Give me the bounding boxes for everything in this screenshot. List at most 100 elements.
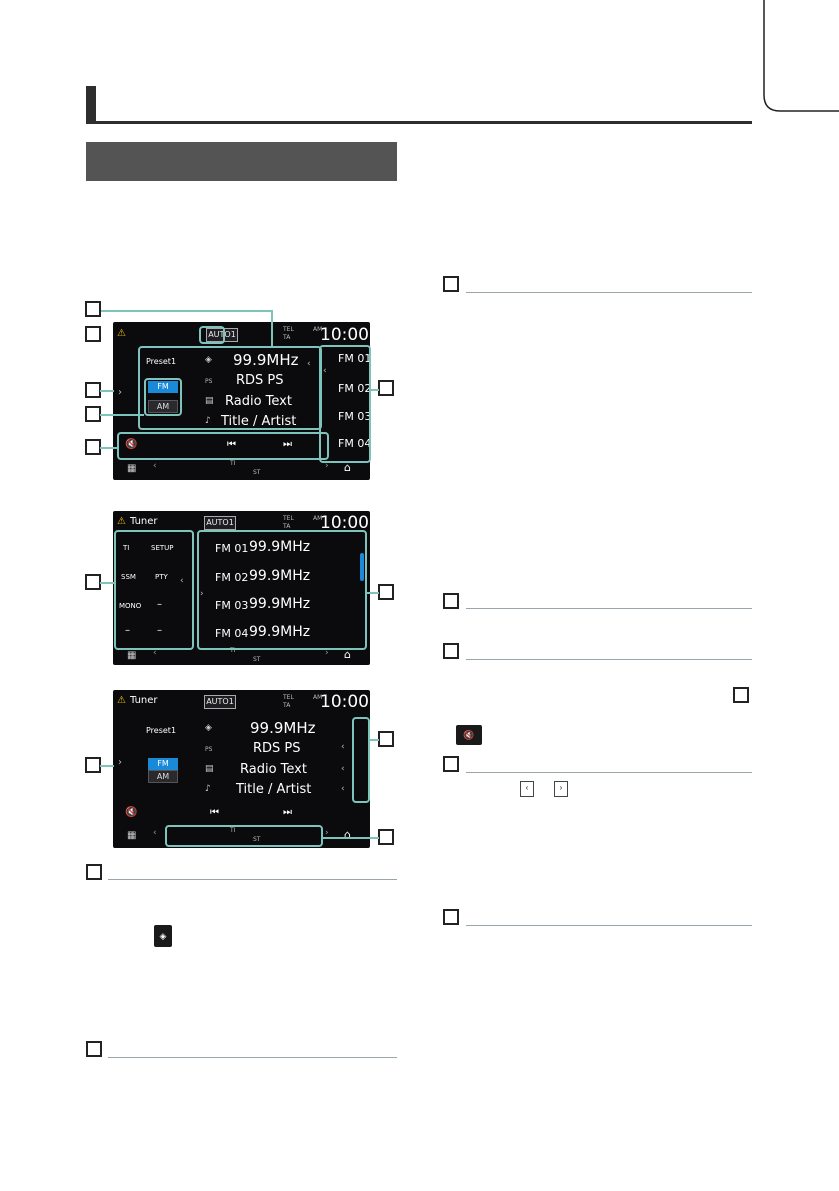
frequency: 99.9MHz: [233, 351, 299, 369]
music-note-icon: ♪: [205, 416, 211, 426]
seek-back-icon[interactable]: ⏮: [227, 439, 236, 450]
section-rule: [108, 879, 397, 880]
am-button[interactable]: AM: [148, 400, 178, 413]
preset-short-4[interactable]: FM 04: [338, 437, 370, 450]
chevron-right-icon[interactable]: ›: [118, 757, 122, 768]
seek-forward-icon[interactable]: ⏭: [283, 807, 292, 818]
seek-mode-icon[interactable]: ◈: [205, 355, 212, 365]
clock: 10:00: [320, 513, 369, 533]
chevron-left-icon[interactable]: ‹: [153, 648, 157, 658]
mute-icon[interactable]: 🔇: [125, 439, 138, 450]
section-rule: [466, 772, 752, 773]
chevron-right-icon[interactable]: ›: [325, 828, 329, 838]
screen-title: Tuner: [130, 516, 158, 527]
chevron-right-icon[interactable]: ›: [325, 648, 329, 658]
rds-ps: RDS PS: [236, 373, 284, 388]
chevron-right-icon[interactable]: ›: [325, 461, 329, 471]
auto-button[interactable]: AUTO1: [204, 695, 236, 709]
seek-back-icon[interactable]: ⏮: [210, 807, 219, 818]
callout-box: [85, 382, 101, 398]
callout-box: [378, 380, 394, 396]
callout-box: [443, 643, 459, 659]
preset-label: Preset1: [146, 726, 177, 735]
preset-short-3[interactable]: FM 03: [338, 410, 370, 423]
footer-st: ST: [253, 656, 261, 663]
grid-icon[interactable]: ▦: [127, 830, 137, 841]
auto-button[interactable]: AUTO1: [204, 516, 236, 530]
music-note-icon: ♪: [205, 784, 211, 794]
chevron-left-icon[interactable]: ‹: [341, 742, 345, 752]
home-icon[interactable]: ⌂: [344, 648, 351, 661]
ta-indicator: TA: [283, 523, 291, 530]
band-indicator: AM: [313, 515, 323, 522]
section-rule: [108, 1057, 397, 1058]
highlight-info: [138, 346, 322, 430]
seek-mode-icon: ◈: [154, 925, 172, 947]
radio-text: Radio Text: [240, 762, 307, 777]
chevron-left-icon[interactable]: ‹: [180, 576, 184, 586]
fm-button[interactable]: FM: [148, 381, 178, 393]
blank-button[interactable]: –: [157, 599, 162, 610]
clock: 10:00: [320, 325, 369, 345]
title-artist: Title / Artist: [236, 782, 312, 797]
preset-list-name-4[interactable]: FM 04: [215, 627, 249, 640]
mute-icon[interactable]: 🔇: [125, 807, 138, 818]
home-icon[interactable]: ⌂: [344, 828, 351, 841]
grid-icon[interactable]: ▦: [127, 463, 137, 474]
footer-ti: TI: [230, 647, 236, 654]
callout-box: [86, 864, 102, 880]
seek-mode-icon[interactable]: ◈: [205, 723, 212, 733]
preset-list-name-3[interactable]: FM 03: [215, 599, 249, 612]
preset-list-freq-3[interactable]: 99.9MHz: [249, 596, 311, 612]
callout-leader: [100, 765, 114, 767]
radio-text-icon: ▤: [205, 396, 214, 406]
ta-indicator: TA: [283, 702, 291, 709]
ti-indicator: TEL: [283, 694, 294, 701]
chevron-left-icon[interactable]: ‹: [323, 366, 327, 376]
ti-button[interactable]: TI: [123, 544, 130, 552]
blank-button[interactable]: –: [157, 625, 162, 636]
chevron-left-icon[interactable]: ‹: [153, 461, 157, 471]
home-icon[interactable]: ⌂: [344, 461, 351, 474]
setup-button[interactable]: SETUP: [151, 544, 174, 552]
chevron-left-icon[interactable]: ‹: [341, 764, 345, 774]
chevron-left-icon[interactable]: ‹: [341, 784, 345, 794]
chevron-right-icon[interactable]: ›: [118, 387, 122, 398]
preset-short-1[interactable]: FM 01: [338, 352, 370, 365]
callout-box: [443, 593, 459, 609]
grid-icon[interactable]: ▦: [127, 650, 137, 661]
band-indicator: AM: [313, 694, 323, 701]
scrollbar-thumb[interactable]: [360, 553, 364, 581]
preset-list-name-2[interactable]: FM 02: [215, 571, 249, 584]
ti-indicator: TEL: [283, 515, 294, 522]
mono-button[interactable]: MONO: [119, 602, 142, 610]
blank-button[interactable]: –: [125, 625, 130, 636]
footer-ti: TI: [230, 460, 236, 467]
chevron-right-icon[interactable]: ›: [200, 589, 204, 599]
band-indicator: AM: [313, 326, 323, 333]
ssm-button[interactable]: SSM: [121, 573, 136, 581]
preset-list-name-1[interactable]: FM 01: [215, 542, 249, 555]
pty-button[interactable]: PTY: [155, 573, 168, 581]
callout-box: [443, 756, 459, 772]
ps-label: PS: [205, 746, 213, 753]
callout-box: [378, 731, 394, 747]
chevron-left-icon[interactable]: ‹: [153, 828, 157, 838]
preset-list-freq-1[interactable]: 99.9MHz: [249, 539, 311, 555]
section-heading-box: [86, 142, 397, 181]
callout-leader: [100, 447, 118, 449]
highlight-controls: [117, 432, 329, 460]
frequency: 99.9MHz: [250, 719, 316, 737]
am-button[interactable]: AM: [148, 770, 178, 783]
clock: 10:00: [320, 692, 369, 712]
preset-list-freq-4[interactable]: 99.9MHz: [249, 624, 311, 640]
seek-forward-icon[interactable]: ⏭: [283, 439, 292, 450]
antenna-icon: ⚠: [117, 695, 126, 706]
fm-button[interactable]: FM: [148, 758, 178, 770]
chevron-left-icon[interactable]: ‹: [307, 359, 311, 369]
callout-leader: [100, 414, 144, 416]
section-rule: [466, 608, 752, 609]
rds-ps: RDS PS: [253, 741, 301, 756]
preset-list-freq-2[interactable]: 99.9MHz: [249, 568, 311, 584]
preset-short-2[interactable]: FM 02: [338, 382, 370, 395]
